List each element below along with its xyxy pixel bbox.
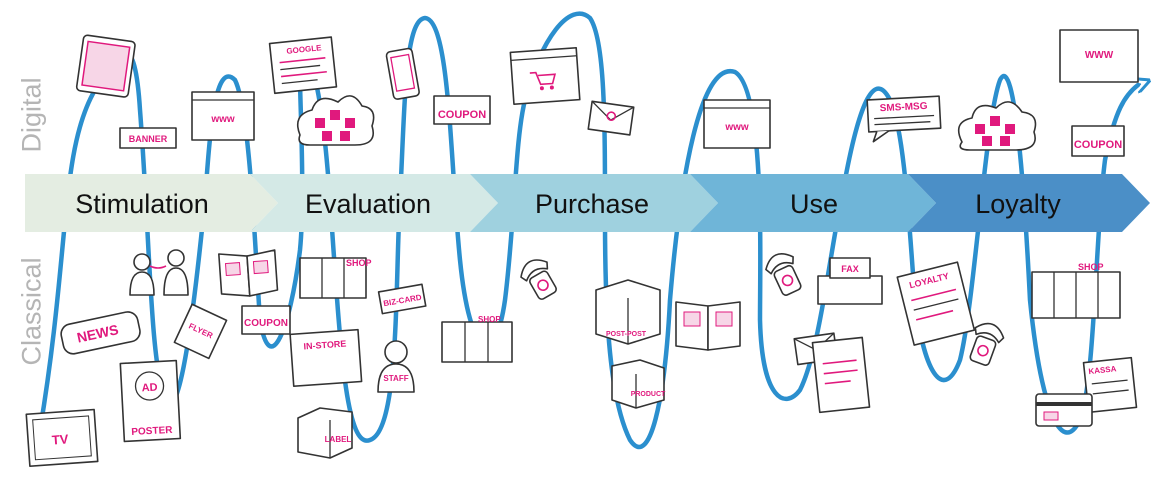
tv-icon: TV [25, 408, 99, 467]
coupon-classical-text: COUPON [244, 318, 288, 329]
banner-sign: BANNER [119, 127, 177, 149]
coupon-digital-1: COUPON [433, 95, 491, 125]
poster-text: POSTER [131, 425, 173, 438]
fax-text: FAX [841, 264, 859, 274]
shop-text-1: SHOP [346, 258, 372, 268]
credit-card-icon [1035, 393, 1093, 427]
social-cloud-icon-2 [957, 101, 1037, 151]
parcel-post-icon: POST-POST [595, 279, 661, 345]
staff-text: STAFF [383, 374, 408, 383]
product-text: PRODUCT [631, 391, 666, 398]
receipt-text: KASSA [1088, 364, 1117, 376]
magazine-icon-2 [675, 301, 741, 351]
staff-person-icon: STAFF [377, 340, 415, 393]
bizcard-icon: BIZ-CARD [377, 283, 427, 315]
telephone-handset-1 [520, 259, 557, 300]
magazine-icon [218, 249, 279, 297]
people-talking-icon [129, 249, 189, 296]
stage-label-evaluation: Evaluation [305, 189, 431, 219]
label-text: LABEL [325, 435, 352, 444]
fax-machine-icon: FAX [817, 257, 883, 305]
letter-document-icon [811, 336, 871, 414]
in-store-text: IN-STORE [303, 338, 346, 351]
social-cloud-icon [296, 95, 375, 146]
stage-arrow-band [25, 174, 1150, 232]
poster-ad-text: AD [141, 382, 158, 395]
stage-label-use: Use [790, 189, 838, 219]
stage-chevron-stimulation [25, 174, 278, 232]
sms-message-icon: SMS-MSG [866, 95, 942, 143]
product-box-icon: PRODUCT [611, 359, 666, 409]
shop-front-2: SHOP [441, 315, 513, 363]
sms-text: SMS-MSG [879, 101, 928, 114]
coupon-text-2: COUPON [1074, 139, 1122, 151]
label-box-icon: LABEL [297, 407, 353, 459]
stage-label-loyalty: Loyalty [975, 189, 1061, 219]
browser-www-text-2: www [724, 122, 749, 133]
stage-label-purchase: Purchase [535, 189, 649, 219]
stage-chevron-loyalty [908, 174, 1150, 232]
shop-front-3: SHOP [1031, 262, 1121, 319]
banner-text: BANNER [129, 134, 168, 144]
stage-chevron-use [690, 174, 936, 232]
shop-text-3: SHOP [1078, 262, 1104, 272]
browser-window-www-2: www [703, 99, 771, 149]
tv-text: TV [51, 431, 69, 447]
browser-window-www-1: www [191, 91, 255, 141]
stage-chevron-purchase [470, 174, 718, 232]
shop-front-1: SHOP [299, 257, 372, 299]
telephone-handset-2 [765, 253, 802, 296]
browser-window-www-3: WWW [1059, 29, 1139, 83]
browser-www-text-1: www [210, 114, 235, 125]
email-envelope-icon [587, 100, 635, 136]
coupon-classical: COUPON [241, 305, 291, 335]
telephone-handset-3 [969, 322, 1005, 366]
post-text: POST-POST [606, 331, 647, 338]
stage-label-stimulation: Stimulation [75, 189, 209, 219]
google-search-page: GOOGLE [268, 36, 338, 95]
coupon-text-1: COUPON [438, 109, 486, 121]
smartphone-icon [385, 47, 420, 100]
flyer-icon: FLYER [173, 303, 228, 360]
google-text: GOOGLE [286, 43, 323, 56]
newspaper-icon: NEWS [60, 311, 141, 355]
tablet-icon [75, 34, 136, 98]
browser-www-text-3: WWW [1085, 50, 1114, 61]
stage-chevron-evaluation [250, 174, 498, 232]
shop-text-2: SHOP [478, 315, 501, 324]
in-store-display: IN-STORE [289, 328, 363, 388]
webshop-window [509, 46, 581, 106]
coupon-digital-2: COUPON [1071, 125, 1125, 157]
journey-wave-arrow [1138, 83, 1143, 85]
poster-icon: AD POSTER [119, 359, 182, 443]
loyalty-card-icon: LOYALTY [896, 261, 976, 346]
